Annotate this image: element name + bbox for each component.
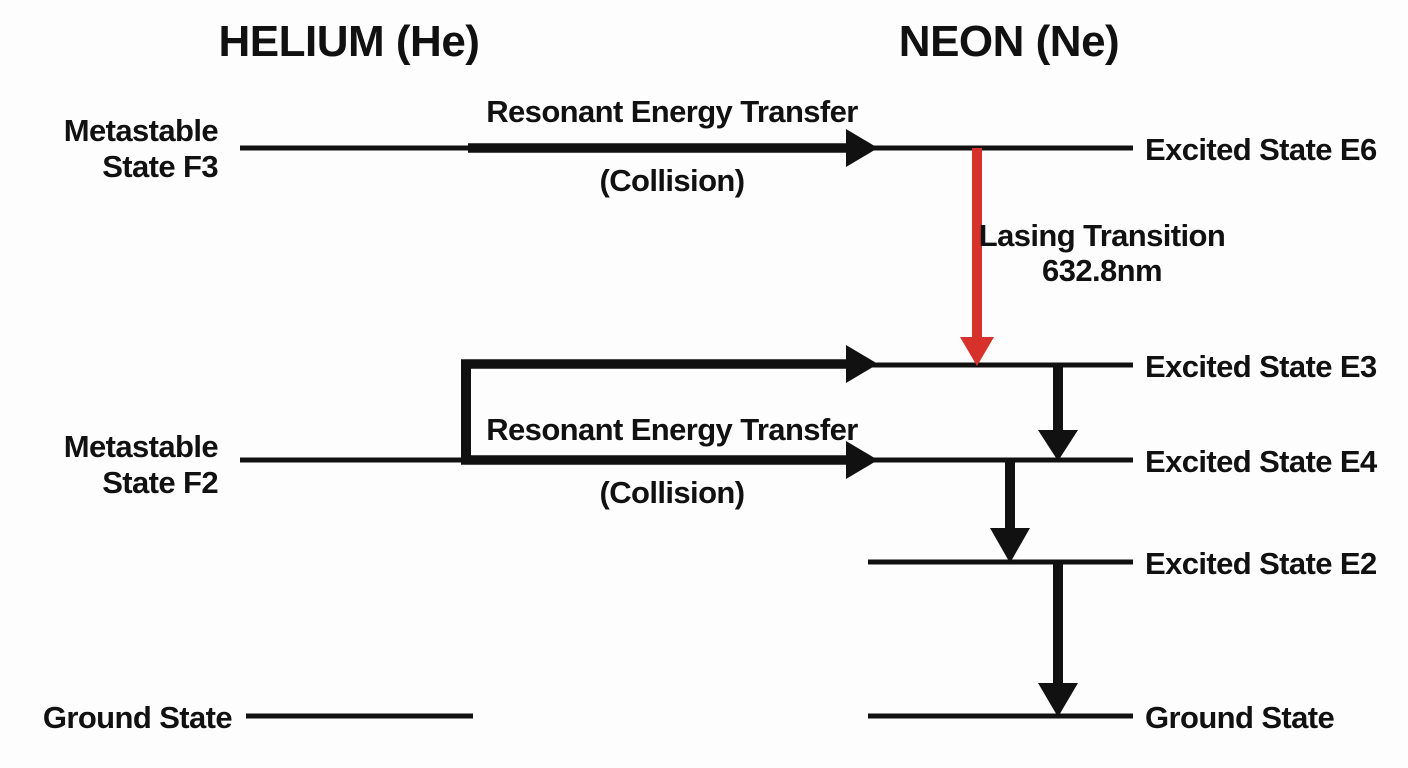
helium-level-f3-label-line1: Metastable xyxy=(64,113,219,148)
lasing-transition-label-line1: Lasing Transition xyxy=(979,218,1225,253)
helium-header: HELIUM (He) xyxy=(219,17,480,66)
transfer-bottom-upper-arrowhead xyxy=(846,345,878,383)
neon-level-e2-label: Excited State E2 xyxy=(1145,546,1377,581)
lasing-transition-arrowhead xyxy=(960,337,994,366)
helium-ground-state-label: Ground State xyxy=(43,700,232,735)
transfer-bottom-label-line2: (Collision) xyxy=(600,475,745,510)
decay-e2-ground-arrowhead xyxy=(1038,683,1078,717)
transfer-top-arrowhead xyxy=(846,129,878,167)
decay-e4-e2-arrowhead xyxy=(990,528,1030,563)
helium-level-f2-label-line2: State F2 xyxy=(102,465,218,500)
transfer-bottom-lower-arrowhead xyxy=(846,441,878,479)
transfer-top-label-line2: (Collision) xyxy=(600,163,745,198)
neon-ground-state-label: Ground State xyxy=(1145,700,1334,735)
helium-level-f3-label-line2: State F3 xyxy=(102,149,218,184)
helium-level-f2-label-line1: Metastable xyxy=(64,429,219,464)
transfer-bottom-label-line1: Resonant Energy Transfer xyxy=(486,412,858,447)
lasing-transition-label-line2: 632.8nm xyxy=(1042,253,1162,288)
decay-e3-e4-arrowhead xyxy=(1038,430,1078,461)
neon-header: NEON (Ne) xyxy=(899,17,1119,66)
neon-level-e6-label: Excited State E6 xyxy=(1145,132,1377,167)
neon-level-e3-label: Excited State E3 xyxy=(1145,349,1377,384)
transfer-top-label-line1: Resonant Energy Transfer xyxy=(486,94,858,129)
neon-level-e4-label: Excited State E4 xyxy=(1145,444,1378,479)
